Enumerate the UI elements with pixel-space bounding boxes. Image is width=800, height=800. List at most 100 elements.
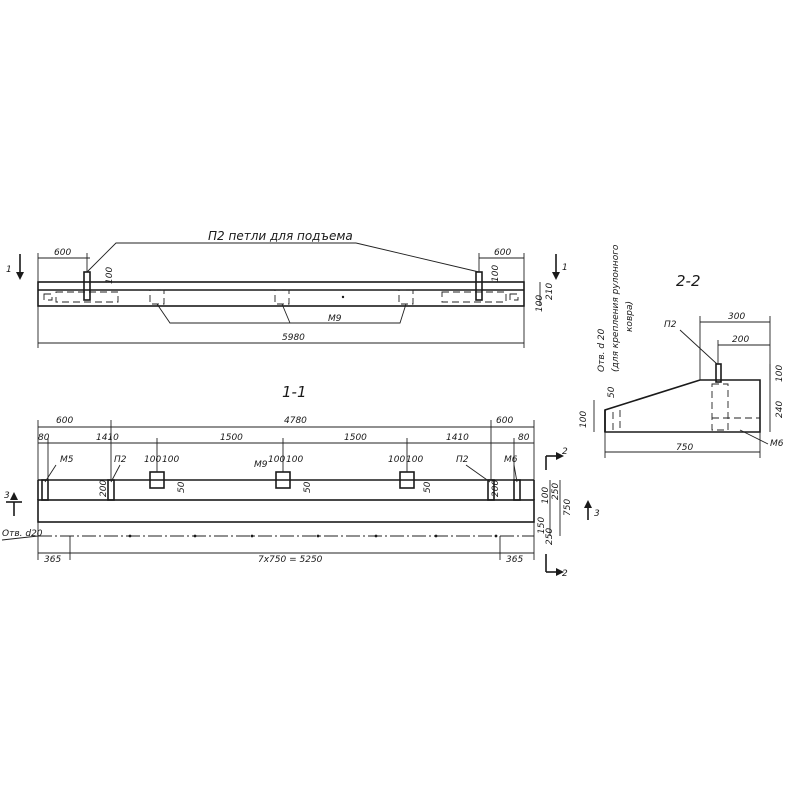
- section-1-marker-left-text: 1: [6, 265, 12, 275]
- dim-50-c: 50: [423, 481, 433, 493]
- section-3-marker-right-text: 3: [594, 509, 600, 519]
- label-p2-left: П2: [114, 455, 127, 465]
- dim-1500-a: 1500: [220, 433, 243, 443]
- top-view-m9-leader: [156, 303, 407, 324]
- part-m6: [513, 479, 521, 501]
- top-view-note-leader-right: [355, 242, 480, 273]
- axis-dot-1: [128, 534, 132, 538]
- dim-v-250b: 250: [545, 528, 555, 545]
- dim-v-150: 150: [537, 517, 547, 534]
- section-2-2-loop: [715, 363, 722, 383]
- leader-m6: [513, 464, 518, 483]
- dim-100-c2: 100: [406, 455, 423, 465]
- top-view-note: П2 петли для подъема: [208, 229, 353, 243]
- top-view-loop-left: [83, 271, 91, 301]
- section-2-2: 2-2 Отв. d 20 (для крепления рулонного к…: [579, 244, 785, 458]
- section-2-2-dim-100-left: 100: [579, 411, 589, 428]
- axis-dot-2: [193, 534, 197, 538]
- top-view-m9-leader-mid: [281, 303, 291, 324]
- dim-1500-b: 1500: [344, 433, 367, 443]
- dim-600-a: 600: [56, 416, 73, 426]
- top-view-note-leader-left: [86, 242, 356, 273]
- dim-100-c1: 100: [388, 455, 405, 465]
- top-view: П2 петли для подъема М9 600 600 100 100 …: [6, 229, 568, 348]
- section-2-2-label-m6: М6: [770, 439, 784, 449]
- axis-dot-6: [434, 534, 438, 538]
- section-2-2-note-line3: ковра): [625, 301, 635, 332]
- section-2-2-dim-240: 240: [775, 401, 785, 418]
- section-1-marker-right-arrow: [552, 272, 560, 280]
- section-2-2-note-line2: (для крепления рулонного: [611, 244, 621, 372]
- part-m5: [41, 479, 49, 501]
- top-view-left-channel: [43, 293, 53, 301]
- axis-dot-5: [374, 534, 378, 538]
- section-2-marker-top-text: 2: [562, 447, 568, 457]
- dim-50-b: 50: [303, 481, 313, 493]
- top-view-embed-1: [149, 289, 165, 305]
- dim-600-left: 600: [54, 248, 71, 258]
- dim-200-right: 200: [491, 480, 501, 497]
- section-2-2-leader-m6: [739, 429, 769, 445]
- top-view-right-channel: [509, 293, 519, 301]
- dim-100-b2: 100: [286, 455, 303, 465]
- label-opening: Отв. d20: [2, 529, 43, 539]
- label-p2-right: П2: [456, 455, 469, 465]
- dim-loop-100-left: 100: [105, 267, 115, 284]
- dim-v-750: 750: [563, 499, 573, 516]
- dim-loop-100-right: 100: [491, 265, 501, 282]
- section-1-marker-left-arrow: [16, 272, 24, 280]
- leader-p2-right: [465, 464, 491, 483]
- top-view-outline: [37, 281, 525, 307]
- dim-100-bottom: 100: [535, 295, 545, 312]
- top-view-embed-2: [274, 289, 290, 305]
- label-m9: М9: [254, 460, 268, 470]
- section-1-marker-right-text: 1: [562, 263, 568, 273]
- section-2-2-note: Отв. d 20 (для крепления рулонного ковра…: [597, 244, 635, 372]
- dim-80-b: 80: [518, 433, 530, 443]
- leader-p2-left: [110, 464, 121, 483]
- top-view-left-slot: [55, 291, 119, 303]
- dim-365-right: 365: [506, 555, 523, 565]
- dim-600-right: 600: [494, 248, 511, 258]
- section-2-2-label-p2: П2: [664, 320, 677, 330]
- section-2-2-title: 2-2: [676, 272, 701, 290]
- section-1-1: 1-1 600 4780 600: [1, 383, 600, 579]
- dim-1410-a: 1410: [96, 433, 119, 443]
- section-2-2-note-line1: Отв. d 20: [597, 328, 607, 372]
- section-3-marker-left-arrow: [10, 492, 18, 500]
- dim-100-a1: 100: [144, 455, 161, 465]
- dim-600-b: 600: [496, 416, 513, 426]
- top-view-m9-label: М9: [328, 314, 342, 324]
- dim-100-b1: 100: [268, 455, 285, 465]
- leader-m5: [44, 464, 57, 483]
- dim-365-left: 365: [44, 555, 61, 565]
- section-2-2-dim-50: 50: [607, 386, 617, 398]
- section-2-marker-bottom-arrow: [556, 568, 564, 576]
- dim-v-250: 250: [551, 483, 561, 500]
- dim-1410-b: 1410: [446, 433, 469, 443]
- section-2-marker-bottom-text: 2: [562, 569, 568, 579]
- dim-50-a: 50: [177, 481, 187, 493]
- axis-dot-7: [494, 534, 498, 538]
- dim-80-a: 80: [38, 433, 50, 443]
- section-2-2-dim-750: 750: [676, 443, 693, 453]
- top-view-loop-right: [475, 271, 483, 301]
- section-3-marker-left-text: 3: [4, 491, 10, 501]
- top-view-dot: [341, 295, 345, 299]
- section-2-2-dim-100-right: 100: [775, 365, 785, 382]
- section-2-2-dim-200: 200: [732, 335, 749, 345]
- dim-5980: 5980: [282, 333, 305, 343]
- section-2-2-dim-300: 300: [728, 312, 745, 322]
- section-2-2-profile: [604, 379, 761, 433]
- section-1-1-body: [37, 499, 535, 523]
- dim-5250: 7х750 = 5250: [258, 555, 323, 565]
- dim-100-a2: 100: [162, 455, 179, 465]
- dim-4780: 4780: [284, 416, 307, 426]
- label-m6: М6: [504, 455, 518, 465]
- dim-210: 210: [545, 283, 555, 300]
- dim-v-100: 100: [541, 487, 551, 504]
- section-2-2-leader-p2: [679, 329, 718, 365]
- section-3-marker-right-arrow: [584, 500, 592, 508]
- axis-dot-4: [316, 534, 320, 538]
